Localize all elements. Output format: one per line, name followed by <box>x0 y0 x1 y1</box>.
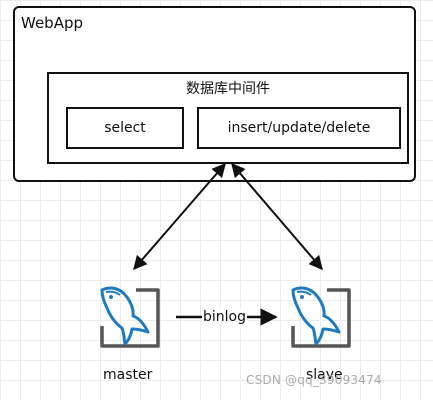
middleware-title: 数据库中间件 <box>186 81 270 97</box>
csdn-watermark: CSDN @qq_39093474 <box>246 373 382 387</box>
arrow-master-to-middleware <box>133 162 226 271</box>
arrow-slave-to-middleware <box>231 162 323 271</box>
master-db-label: master <box>103 367 153 383</box>
slave-db-label: slave <box>306 367 343 383</box>
mysql-dolphin-icon <box>100 286 160 348</box>
write-operation-box: insert/update/delete <box>197 107 401 149</box>
select-operation-box: select <box>66 107 184 149</box>
binlog-label: binlog <box>202 309 247 325</box>
mysql-dolphin-icon <box>291 286 351 348</box>
webapp-title: WebApp <box>21 14 84 32</box>
